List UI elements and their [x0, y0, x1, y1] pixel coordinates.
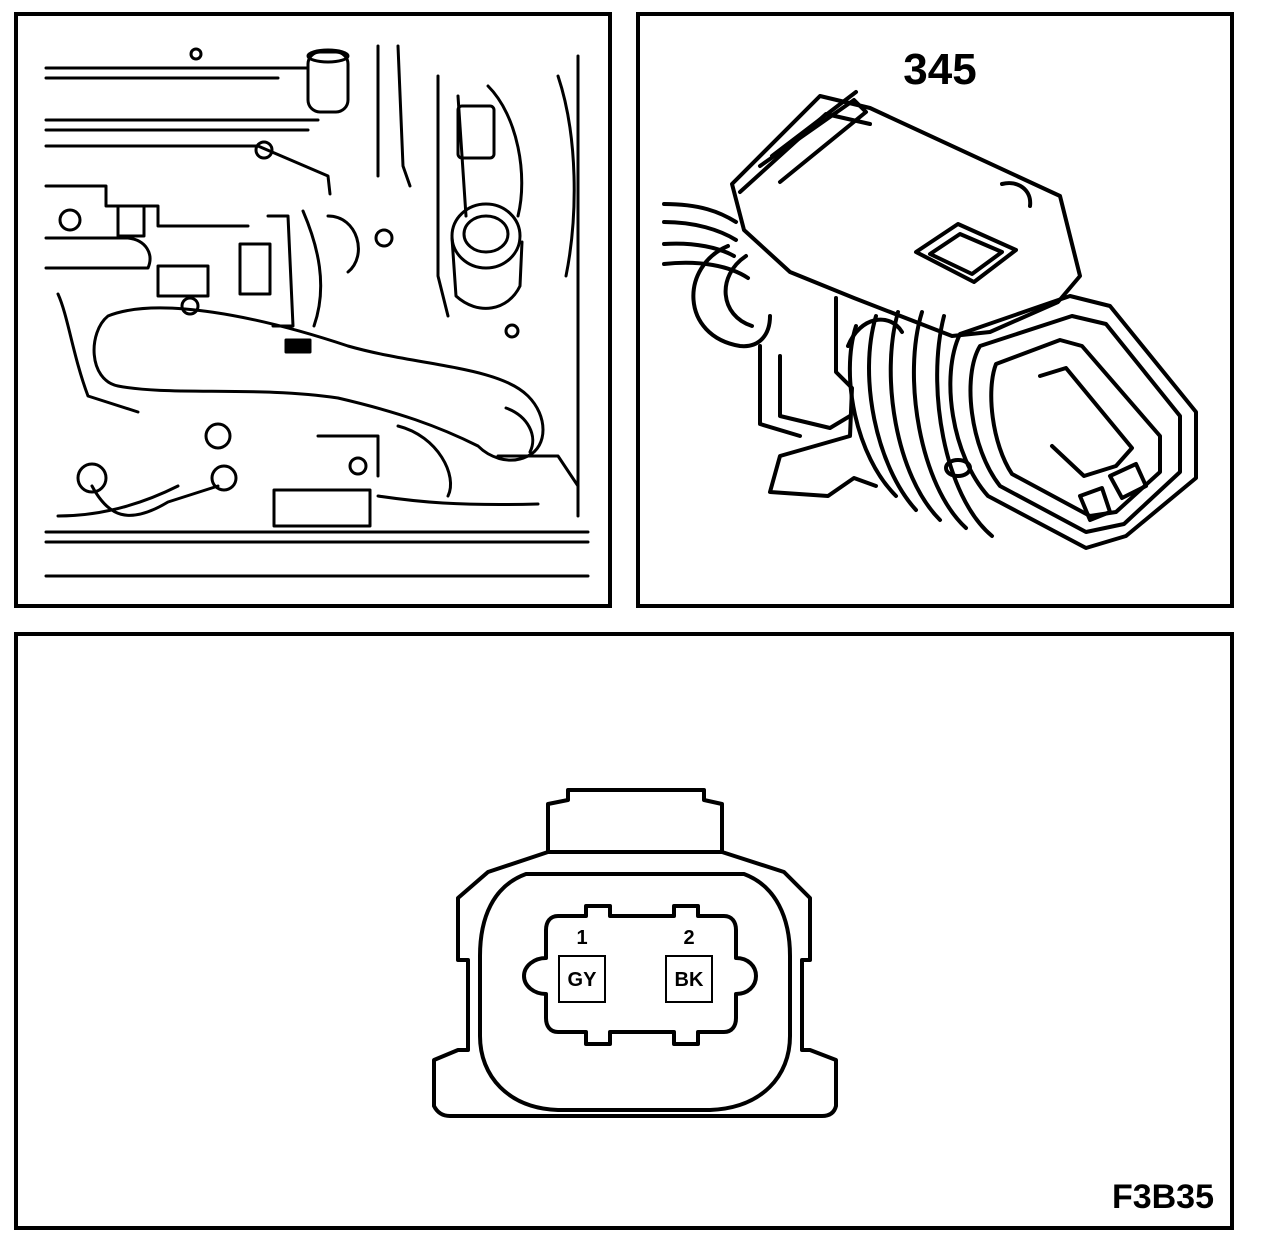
pin-2-number: 2 — [683, 927, 694, 949]
pin-1: 1 GY — [558, 927, 606, 1003]
connector-number: 345 — [903, 45, 976, 94]
engine-bay-location-view — [14, 12, 612, 608]
figure-code: F3B35 — [1112, 1178, 1214, 1216]
pin-1-terminal — [558, 955, 606, 1003]
pin-2: 2 BK — [665, 927, 713, 1003]
connector-face-pinout-view: 1 GY 2 BK F3B35 — [14, 632, 1234, 1230]
connector-body-illustration — [662, 90, 1198, 550]
pin-2-terminal — [665, 955, 713, 1003]
pin-2-wire-color: BK — [675, 969, 704, 991]
pin-1-number: 1 — [576, 927, 587, 949]
connector-3d-view: 345 — [636, 12, 1234, 608]
pin-1-wire-color: GY — [568, 969, 598, 991]
connector-face-outline — [432, 788, 838, 1118]
engine-bay-illustration — [44, 44, 590, 578]
